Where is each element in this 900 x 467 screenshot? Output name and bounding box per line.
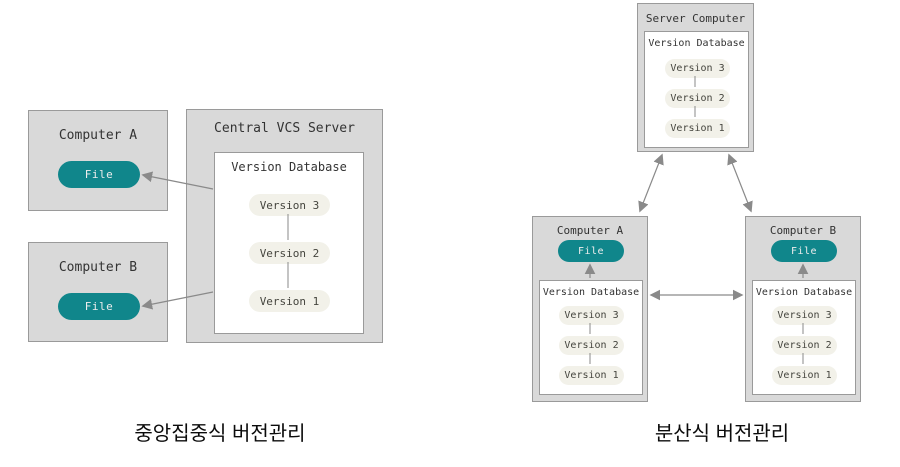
right-computer-b-title: Computer B	[769, 224, 837, 237]
right-server-computer-title: Server Computer	[645, 12, 746, 25]
right-computer-b-version-2-pill: Version 2	[772, 336, 837, 355]
right-computer-b-file-pill: File	[771, 240, 837, 262]
arrow-server-computer-a	[638, 153, 664, 213]
left-computer-a-title: Computer A	[58, 128, 138, 143]
right-computer-a-box: Computer A File Version Database Version…	[532, 216, 648, 402]
right-computer-a-version-3-pill: Version 3	[559, 306, 624, 325]
right-computer-b-version-3-pill: Version 3	[772, 306, 837, 325]
right-server-version-2-pill: Version 2	[665, 89, 730, 108]
arrow-server-computer-b	[727, 153, 753, 213]
right-server-version-1-pill: Version 1	[665, 119, 730, 138]
right-computer-b-version-database-box: Version Database Version 3 Version 2 Ver…	[752, 280, 856, 395]
right-server-version-database-box: Version Database Version 3 Version 2 Ver…	[644, 31, 749, 148]
right-computer-b-version-1-pill: Version 1	[772, 366, 837, 385]
left-computer-a-box: Computer A File	[28, 110, 168, 211]
left-computer-b-file-pill: File	[58, 293, 140, 320]
right-server-computer-box: Server Computer Version Database Version…	[637, 3, 754, 152]
left-computer-b-title: Computer B	[58, 260, 138, 275]
left-version-database-title: Version Database	[231, 160, 347, 174]
left-version-2-pill: Version 2	[249, 242, 330, 264]
right-server-version-3-pill: Version 3	[665, 59, 730, 78]
left-diagram-caption: 중앙집중식 버전관리	[134, 423, 306, 445]
left-central-vcs-server-title: Central VCS Server	[214, 121, 355, 136]
right-computer-a-version-1-pill: Version 1	[559, 366, 624, 385]
right-computer-a-file-pill: File	[558, 240, 624, 262]
right-computer-b-version-database-title: Version Database	[755, 287, 853, 298]
left-central-vcs-server-box: Central VCS Server Version Database Vers…	[186, 109, 383, 343]
right-computer-a-version-2-pill: Version 2	[559, 336, 624, 355]
left-version-database-box: Version Database Version 3 Version 2 Ver…	[214, 152, 364, 334]
left-computer-a-file-pill: File	[58, 161, 140, 188]
right-computer-a-title: Computer A	[556, 224, 624, 237]
right-server-version-database-title: Version Database	[648, 38, 745, 49]
left-version-3-pill: Version 3	[249, 194, 330, 216]
right-computer-b-box: Computer B File Version Database Version…	[745, 216, 861, 402]
right-computer-a-version-database-box: Version Database Version 3 Version 2 Ver…	[539, 280, 643, 395]
left-version-1-pill: Version 1	[249, 290, 330, 312]
left-computer-b-box: Computer B File	[28, 242, 168, 342]
right-diagram-caption: 분산식 버전관리	[654, 423, 790, 445]
right-computer-a-version-database-title: Version Database	[542, 287, 640, 298]
